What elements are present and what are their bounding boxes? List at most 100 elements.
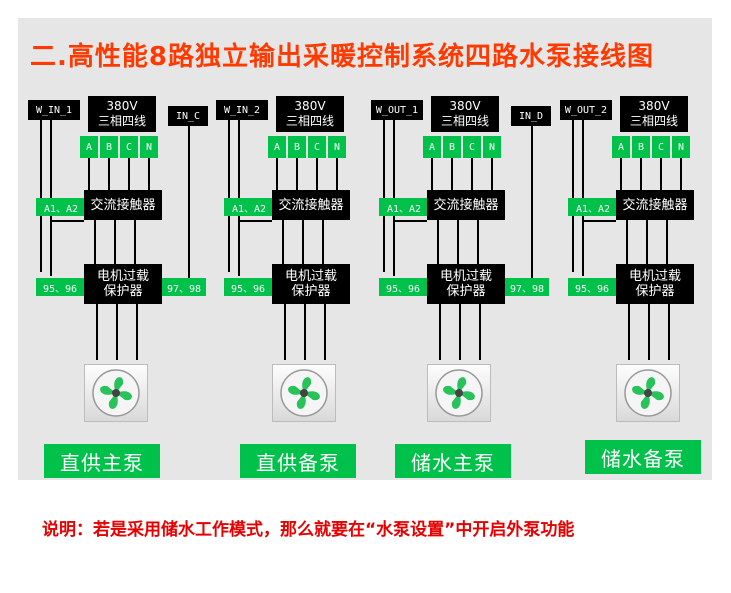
phase-terminal-c: C [120,136,138,158]
contactor-box: 交流接触器 [272,190,350,220]
power-source: 380V 三相四线 [431,96,499,132]
fan-graphic [624,369,672,417]
nc-terminal: 95、96 [224,278,272,296]
wire [50,220,84,222]
wire [188,126,190,278]
wire [640,158,642,190]
wire [324,304,326,360]
wire [50,120,52,200]
coil-terminal: A1、A2 [36,198,86,216]
nc-terminal: 95、96 [36,278,84,296]
power-source: 380V 三相四线 [276,96,344,132]
contactor-box: 交流接触器 [84,190,162,220]
wire [148,158,150,190]
fan-graphic [92,369,140,417]
no-terminal: 97、98 [505,278,549,296]
wire [50,216,52,276]
wire [648,304,650,360]
diagram-title: 二.高性能8路独立输出采暖控制系统四路水泵接线图 [30,42,654,72]
wire [477,220,479,266]
wire [620,158,622,190]
wire [383,270,385,272]
phase-terminal-a: A [268,136,286,158]
wire [626,220,628,266]
wire [628,304,630,360]
wire [393,216,395,276]
wire [228,120,230,270]
contactor-box: 交流接触器 [616,190,694,220]
aux-input-label: IN_C [168,106,208,126]
wire [304,304,306,360]
overload-protector-box: 电机过载 保护器 [84,264,162,304]
power-source: 380V 三相四线 [88,96,156,132]
wire [316,158,318,190]
wire [666,220,668,266]
wire [437,220,439,266]
pump-label: 储水主泵 [395,444,511,478]
wire [393,220,427,222]
phase-terminal-b: B [443,136,461,158]
wire [114,220,116,266]
phase-terminal-a: A [612,136,630,158]
wire [116,304,118,360]
phase-terminal-n: N [140,136,158,158]
coil-terminal: A1、A2 [568,198,618,216]
pump-fan-icon [84,364,148,422]
coil-terminal: A1、A2 [379,198,429,216]
wire [660,158,662,190]
phase-terminal-n: N [672,136,690,158]
wire [336,158,338,190]
wire [238,120,240,200]
wire [646,220,648,266]
wire [439,304,441,360]
wire [393,120,395,200]
wire [582,220,616,222]
wire [582,216,584,276]
power-source: 380V 三相四线 [620,96,688,132]
wire [680,158,682,190]
wire [282,220,284,266]
phase-terminal-b: B [632,136,650,158]
contactor-box: 交流接触器 [427,190,505,220]
phase-terminal-c: C [308,136,326,158]
wire [431,158,433,190]
wire [572,120,574,270]
wire [128,158,130,190]
overload-protector-box: 电机过载 保护器 [427,264,505,304]
wire [228,270,230,272]
input-label: W_IN_1 [28,100,80,120]
phase-terminal-c: C [652,136,670,158]
wire [459,304,461,360]
wire [322,220,324,266]
nc-terminal: 95、96 [379,278,427,296]
wire [383,120,385,270]
phase-terminal-b: B [288,136,306,158]
wire [668,304,670,360]
coil-terminal: A1、A2 [224,198,274,216]
wire [531,126,533,278]
wire [479,304,481,360]
no-terminal: 97、98 [162,278,206,296]
pump-fan-icon [616,364,680,422]
fan-graphic [280,369,328,417]
wire [572,270,574,272]
wire [96,304,98,360]
phase-terminal-a: A [80,136,98,158]
wire [94,220,96,266]
pump-label: 储水备泵 [585,440,701,474]
phase-terminal-b: B [100,136,118,158]
phase-terminal-n: N [328,136,346,158]
input-label: W_IN_2 [216,100,268,120]
overload-protector-box: 电机过载 保护器 [272,264,350,304]
wire [238,216,240,276]
overload-protector-box: 电机过载 保护器 [616,264,694,304]
wire [40,270,42,272]
pump-label: 直供主泵 [44,444,160,478]
wire [108,158,110,190]
aux-input-label: IN_D [511,106,551,126]
input-label: W_OUT_1 [371,100,423,120]
